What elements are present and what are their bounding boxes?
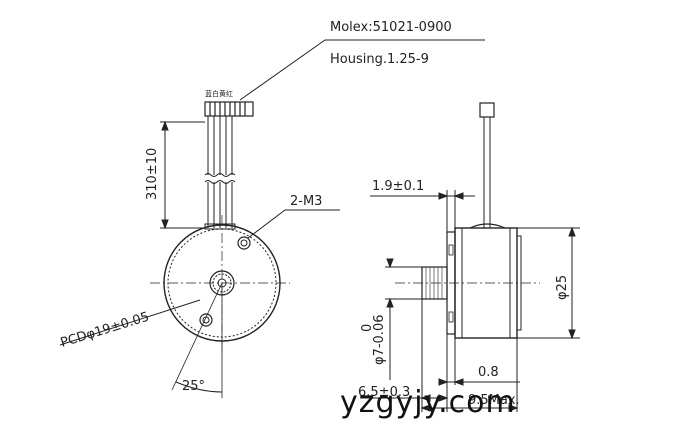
housing-label: Housing.1.25-9: [330, 52, 429, 67]
side-view-lead: [469, 102, 506, 229]
pcd-callout: [59, 299, 201, 346]
connector-callout: [239, 39, 485, 101]
lead-exit: [204, 223, 236, 230]
total-length-label: 9.5Max.: [468, 393, 520, 408]
body-diameter-label: φ25: [555, 275, 570, 300]
body-diameter-dimension: [517, 226, 580, 340]
motor-front-view: [150, 215, 290, 398]
mount-thread-label: 2-M3: [290, 194, 322, 209]
lead-wires: [204, 116, 236, 228]
lead-length-label: 310±10: [145, 148, 160, 200]
connector-part-label: Molex:51021-0900: [330, 20, 452, 35]
shaft-length-label: 6.5±0.3: [358, 385, 410, 400]
angle-label: 25°: [182, 379, 205, 394]
lead-length-dimension: [160, 120, 205, 230]
flange-thickness-label: 1.9±0.1: [372, 179, 424, 194]
shaft-tolerance-upper: 0: [360, 324, 375, 332]
flange-thickness-dimension: [370, 190, 475, 232]
watermark-text: yzgyjy.com: [340, 385, 516, 420]
shaft-diameter-label: φ7-0.06: [372, 315, 387, 365]
motor-side-view: [395, 227, 540, 339]
connector-housing: [204, 101, 254, 117]
bottom-dimensions: [360, 299, 520, 412]
wire-colors-label: 蓝白黄红: [205, 89, 233, 98]
dim-0-8-label: 0.8: [478, 365, 499, 380]
pcd-label: PCDφ19±0.05: [59, 310, 151, 351]
mount-thread-callout: [247, 209, 340, 239]
shaft-diameter-dimension: [385, 258, 422, 380]
